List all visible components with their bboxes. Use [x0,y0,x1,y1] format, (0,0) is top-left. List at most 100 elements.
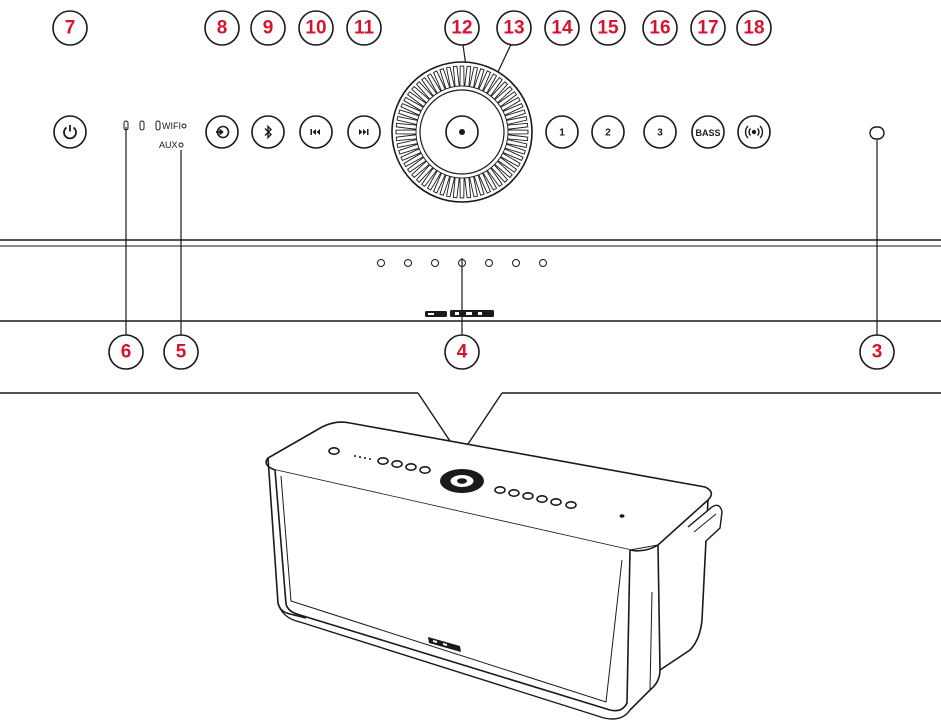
bluetooth-icon [264,124,272,140]
svg-text:17: 17 [697,18,718,39]
svg-text:16: 16 [649,18,670,39]
previous-track-button[interactable] [299,115,333,149]
dial-rib [398,109,420,121]
callout-9: 9 [250,10,286,46]
svg-text:4: 4 [457,342,468,363]
callout-14: 14 [544,10,580,46]
front-logo-miniature [428,637,461,652]
callout-13: 13 [496,10,532,46]
dial-rib [406,156,427,173]
proximity-sensor [869,126,885,140]
dial-rib [486,167,503,188]
dial-rib [507,129,529,135]
callout-4: 4 [444,334,480,370]
bass-button[interactable]: BASS [691,115,725,149]
dial-rib [506,134,529,142]
dial-rib [494,160,513,179]
dial-rib [421,167,438,188]
callout-5: 5 [163,334,199,370]
callout-15: 15 [590,10,626,46]
volume-dial[interactable] [391,61,533,203]
dial-rib [395,134,418,142]
preset-2-button[interactable]: 2 [591,115,625,149]
front-led-strip [377,259,547,267]
dial-rib [500,96,521,112]
dial-rib [490,164,509,183]
dial-rib [396,138,419,148]
dial-rib [452,176,460,199]
svg-text:7: 7 [65,18,76,39]
dial-rib [403,152,424,168]
dial-rib [400,148,422,162]
svg-text:BASS: BASS [695,128,720,138]
dial-rib [396,116,419,126]
dial-rib [504,143,526,155]
dial-rib [432,172,446,194]
dial-rib [411,85,430,104]
callout-16: 16 [642,10,678,46]
dial-rib [504,109,526,121]
dial-rib [395,122,418,130]
dial-rib [459,177,465,199]
callout-18: 18 [736,10,772,46]
dial-rib [446,175,456,198]
multiroom-broadcast-icon [744,125,764,139]
callout-3: 3 [859,334,895,370]
svg-text:14: 14 [551,18,573,39]
power-button[interactable] [53,115,87,149]
aux-indicator: AUX [159,140,184,150]
dial-rib [497,91,518,108]
callout-10: 10 [298,10,334,46]
multiroom-button[interactable] [737,115,771,149]
source-button[interactable] [205,115,239,149]
callout-8: 8 [204,10,240,46]
svg-text:5: 5 [176,342,187,363]
dial-rib [395,129,417,135]
dial-rib [398,143,420,155]
preset-3-button[interactable]: 3 [643,115,677,149]
dial-rib [473,68,485,90]
dial-rib [482,170,498,191]
dial-rib [459,65,465,87]
speaker-right-face [629,544,661,711]
dial-rib [403,96,424,112]
teufel-logo [425,310,494,317]
dial-rib [502,148,524,162]
dial-rib [432,70,446,92]
dial-rib [400,102,422,116]
dial-rib [506,122,529,130]
svg-text:9: 9 [263,18,274,39]
speaker-front-face [274,469,631,712]
callout-11: 11 [346,10,382,46]
dial-rib [452,65,460,88]
callout-6: 6 [108,334,144,370]
svg-text:2: 2 [605,128,611,139]
dial-rib [468,175,478,198]
dial-rib [473,174,485,196]
svg-text:13: 13 [503,18,524,39]
dial-rib [505,138,528,148]
top-controls-miniature [328,446,625,518]
dial-rib [497,156,518,173]
center-button-dot[interactable] [459,129,465,135]
svg-text:8: 8 [217,18,228,39]
bluetooth-button[interactable] [251,115,285,149]
callout-12: 12 [444,10,480,46]
callout-7: 7 [52,10,88,46]
dial-rib [478,172,492,194]
svg-text:10: 10 [305,18,326,39]
dial-rib [439,68,451,90]
preset-1-button[interactable]: 1 [545,115,579,149]
dial-rib [482,73,498,94]
speaker-illustration [265,421,723,720]
svg-text:3: 3 [657,128,663,139]
dial-rib [464,176,472,199]
dial-rib [421,76,438,97]
dial-rib [502,102,524,116]
top-panel-edge [0,239,941,322]
wifi-indicator: WIFI [162,121,187,131]
dial-rib [406,91,427,108]
next-track-button[interactable] [347,115,381,149]
